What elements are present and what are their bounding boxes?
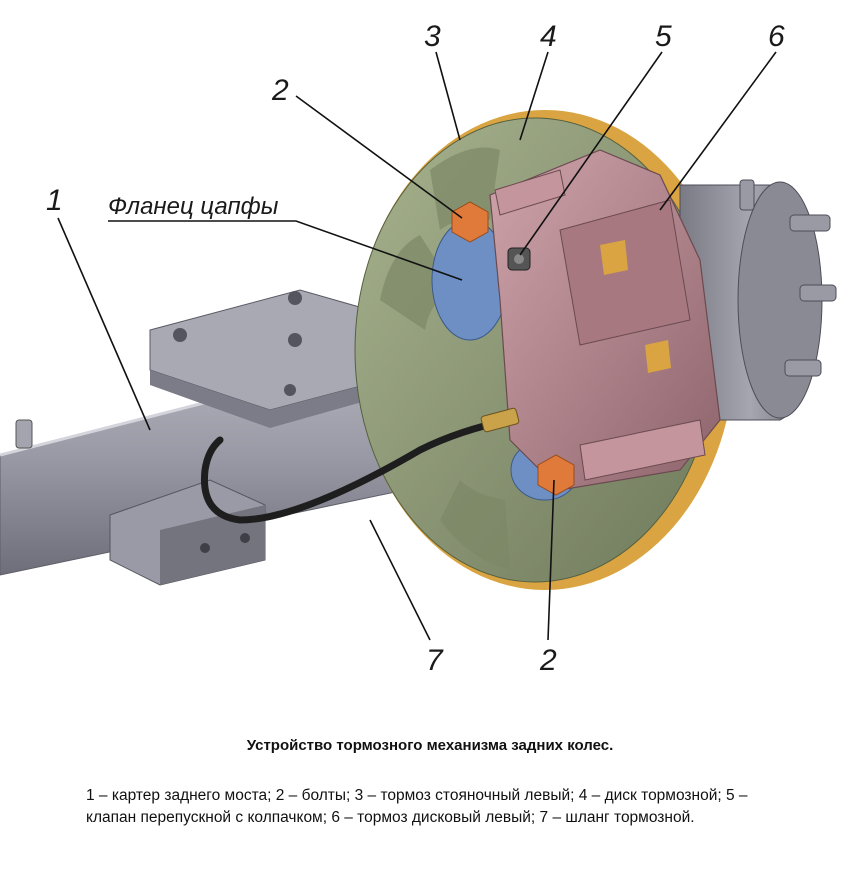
- leader-1: [57, 217, 151, 431]
- callout-4: 4: [540, 20, 557, 53]
- bleed-valve: [507, 247, 531, 271]
- callout-flange-label: Фланец цапфы: [108, 193, 279, 220]
- callout-1: 1: [46, 184, 63, 217]
- leader-4: [519, 51, 549, 141]
- figure-legend: 1 – картер заднего моста; 2 – болты; 3 –…: [86, 787, 748, 826]
- leader-3: [435, 51, 461, 141]
- leader-flange: [108, 220, 463, 281]
- callout-2-top: 2: [271, 74, 289, 107]
- brake-mechanism-illustration: 1 2 3 4 5 6 7 2 Фланец цапфы: [0, 20, 837, 677]
- callout-3: 3: [424, 20, 441, 53]
- callout-5: 5: [655, 20, 672, 53]
- bolt-bottom: [537, 454, 575, 496]
- callout-2-bottom: 2: [539, 644, 557, 677]
- callout-7: 7: [426, 644, 444, 677]
- brake-hose: [200, 407, 520, 524]
- leader-6: [659, 51, 777, 211]
- leader-2-top: [295, 95, 463, 219]
- callout-6: 6: [768, 20, 785, 53]
- leader-2-bottom: [547, 479, 555, 641]
- leader-5: [519, 51, 663, 256]
- figure-caption-title: Устройство тормозного механизма задних к…: [246, 737, 614, 754]
- wheel-hub: [679, 179, 837, 421]
- bolt-top: [451, 201, 489, 243]
- leader-7: [369, 519, 431, 641]
- disc-brake-caliper: [489, 149, 721, 491]
